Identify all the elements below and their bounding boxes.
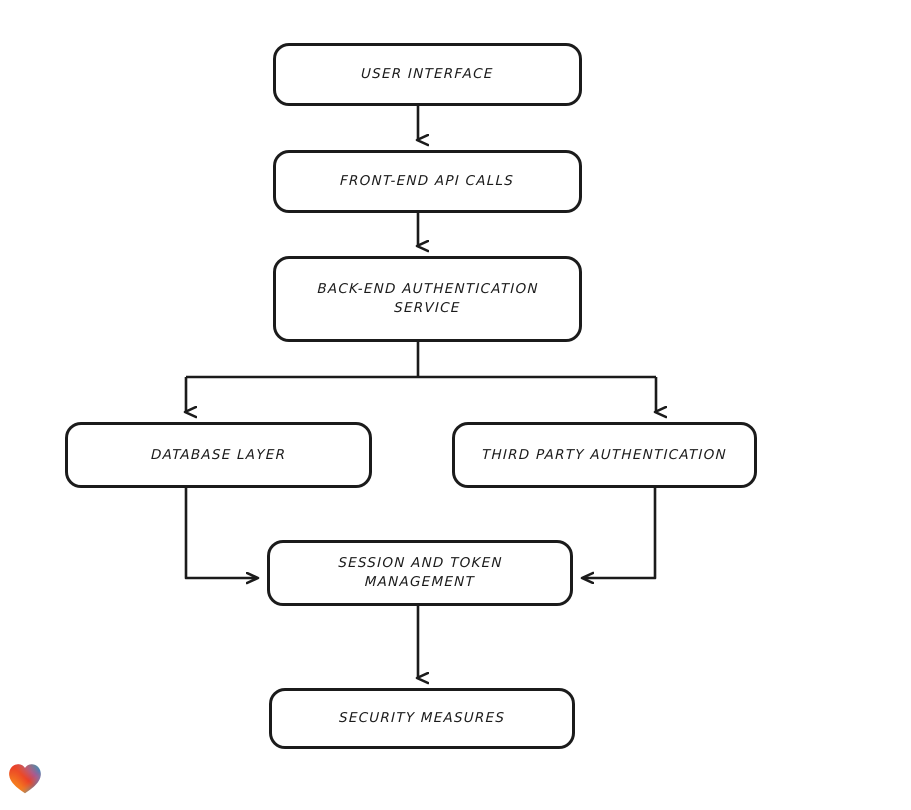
node-frontend-api-calls-label: Front-End API Calls: [340, 173, 515, 189]
node-security-measures-label: Security Measures: [338, 710, 506, 726]
node-backend-authentication-service-label: Back-End Authentication Service: [316, 281, 539, 316]
node-user-interface-label: User Interface: [360, 66, 495, 82]
heart-icon: [8, 762, 42, 795]
node-user-interface[interactable]: User Interface: [273, 43, 582, 106]
edge-thirdparty-to-session: [583, 488, 657, 578]
node-security-measures[interactable]: Security Measures: [269, 688, 575, 749]
node-backend-authentication-service[interactable]: Back-End Authentication Service: [273, 256, 582, 342]
node-session-and-token-management-label: Session and Token Management: [337, 555, 503, 590]
heart-icon-glyph: [9, 764, 41, 794]
edge-database-to-session: [184, 488, 257, 578]
node-third-party-authentication[interactable]: Third Party Authentication: [452, 422, 757, 488]
node-session-and-token-management[interactable]: Session and Token Management: [267, 540, 573, 606]
node-third-party-authentication-label: Third Party Authentication: [481, 446, 728, 463]
node-database-layer-label: Database Layer: [150, 446, 287, 463]
node-database-layer[interactable]: Database Layer: [65, 422, 372, 488]
node-frontend-api-calls[interactable]: Front-End API Calls: [273, 150, 582, 213]
